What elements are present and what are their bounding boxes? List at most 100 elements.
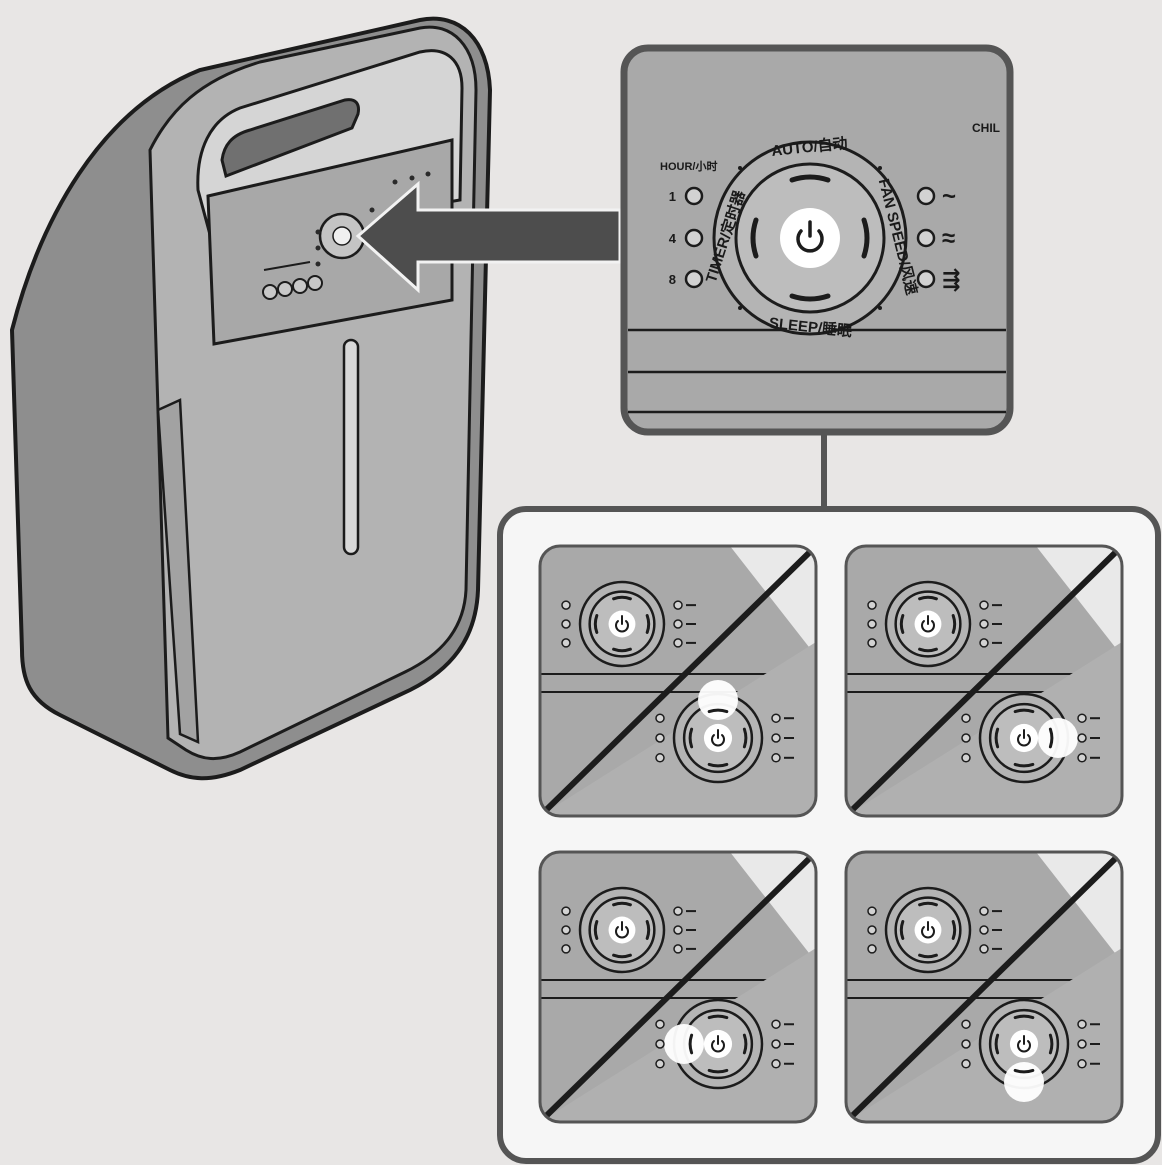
indicator-light-icon xyxy=(771,753,781,763)
indicator-light-icon xyxy=(867,600,877,610)
indicator-light-icon xyxy=(979,906,989,916)
indicator-light-icon xyxy=(673,906,683,916)
hour-label: HOUR/小时 xyxy=(660,159,717,173)
dial-segment-fan xyxy=(1048,727,1054,749)
step-panel-light-corner xyxy=(730,852,816,962)
dial-segment-fan xyxy=(742,727,748,749)
child-lock-label: CHIL xyxy=(972,121,1000,135)
indicator-light-icon xyxy=(673,944,683,954)
indicator-light-icon xyxy=(979,619,989,629)
zoomed-control-panel: HOUR/小时 1 4 8 ~ ≈ ⇶ AUTO/自动 SLEEP/睡眠 TIM… xyxy=(620,44,1014,436)
timer-option-8[interactable]: 8 xyxy=(669,269,704,289)
step-panel-upper-dial xyxy=(867,886,1002,974)
indicator-light-icon xyxy=(655,713,665,723)
indicator-light-icon xyxy=(673,600,683,610)
dial-segment-auto xyxy=(612,901,632,907)
dial-segment-sleep xyxy=(918,647,938,653)
dial-segment-timer xyxy=(593,920,599,940)
indicator-light-icon xyxy=(561,944,571,954)
indicator-light-icon xyxy=(655,1019,665,1029)
dial-segment-fan xyxy=(645,920,651,940)
step-panel-lower-dial xyxy=(655,680,794,784)
air-purifier-device xyxy=(9,16,493,781)
indicator-light-icon xyxy=(867,619,877,629)
fan-medium-icon: ≈ xyxy=(942,225,955,252)
timer-option-4-label: 4 xyxy=(669,231,677,246)
indicator-light-icon xyxy=(561,906,571,916)
fan-low-icon: ~ xyxy=(942,183,956,210)
indicator-light-icon xyxy=(771,1019,781,1029)
step-panel-divider xyxy=(846,852,1122,1122)
dial-segment-auto xyxy=(918,901,938,907)
dial-segment-sleep xyxy=(918,953,938,959)
power-icon xyxy=(711,1035,725,1053)
small-control-dial xyxy=(318,212,366,260)
indicator-light-icon xyxy=(1077,733,1087,743)
step-panel-upper-dial xyxy=(867,580,1002,668)
power-icon xyxy=(921,921,935,939)
step-panel-4 xyxy=(844,850,1124,1124)
indicator-light-icon xyxy=(771,733,781,743)
indicator-light-icon xyxy=(979,600,989,610)
dial-segment-timer xyxy=(899,614,905,634)
dial-segment-timer xyxy=(688,1033,694,1055)
side-grille xyxy=(156,398,200,744)
dial-segment-sleep xyxy=(612,953,632,959)
timer-option-1[interactable]: 1 xyxy=(669,186,704,206)
dial-segment-fan xyxy=(645,614,651,634)
dial-segment-timer xyxy=(994,727,1000,749)
indicator-light-icon xyxy=(1077,753,1087,763)
power-icon xyxy=(796,220,824,253)
step-panel-divider xyxy=(540,546,816,816)
indicator-light-icon xyxy=(655,1059,665,1069)
indicator-light-icon xyxy=(979,638,989,648)
indicator-light-icon xyxy=(867,925,877,935)
step-panel-1 xyxy=(538,544,818,818)
indicator-light-icon xyxy=(961,753,971,763)
step-panel-2 xyxy=(844,544,1124,818)
fan-speed-turbo[interactable]: ⇶ xyxy=(916,267,960,292)
indicator-light-icon xyxy=(561,600,571,610)
step-panel-lower-dial xyxy=(961,692,1100,784)
indicator-light-icon xyxy=(655,1039,665,1049)
indicator-light-icon xyxy=(916,269,936,289)
dial-segment-timer xyxy=(593,614,599,634)
indicator-light-icon xyxy=(867,944,877,954)
power-icon xyxy=(1017,729,1031,747)
timer-option-4[interactable]: 4 xyxy=(669,228,704,248)
step-panel-3 xyxy=(538,850,818,1124)
dial-segment-fan xyxy=(951,920,957,940)
dial-segment-sleep xyxy=(707,1068,729,1074)
power-button[interactable] xyxy=(780,208,840,268)
indicator-light-icon xyxy=(916,186,936,206)
indicator-light-icon xyxy=(771,1039,781,1049)
indicator-light-icon xyxy=(961,1019,971,1029)
timer-option-1-label: 1 xyxy=(669,189,676,204)
highlight-glow xyxy=(1004,1062,1044,1102)
indicator-light-icon xyxy=(867,906,877,916)
highlight-glow xyxy=(1038,718,1078,758)
step-panel-upper-dial xyxy=(561,886,696,974)
fan-turbo-icon: ⇶ xyxy=(942,267,960,292)
dial-segment-auto xyxy=(707,708,729,714)
step-panel-divider xyxy=(540,852,816,1122)
power-icon xyxy=(615,615,629,633)
handle-opening xyxy=(220,98,360,179)
small-filter-buttons xyxy=(262,275,323,300)
indicator-light-icon xyxy=(684,228,704,248)
indicator-light-icon xyxy=(979,944,989,954)
indicator-light-icon xyxy=(961,713,971,723)
indicator-light-icon xyxy=(1077,1059,1087,1069)
dial-segment-timer xyxy=(899,920,905,940)
step-panel-border xyxy=(844,544,1124,818)
segment-bottom xyxy=(789,293,831,302)
fan-speed-medium[interactable]: ≈ xyxy=(916,225,955,252)
power-icon xyxy=(921,615,935,633)
indicator-light-icon xyxy=(916,228,936,248)
indicator-light-icon xyxy=(673,638,683,648)
dial-segment-auto xyxy=(612,595,632,601)
fan-speed-low[interactable]: ~ xyxy=(916,183,956,210)
dial-segment-auto xyxy=(1013,1014,1035,1020)
arrow-icon xyxy=(355,180,622,294)
dial-segment-marks xyxy=(750,174,870,302)
